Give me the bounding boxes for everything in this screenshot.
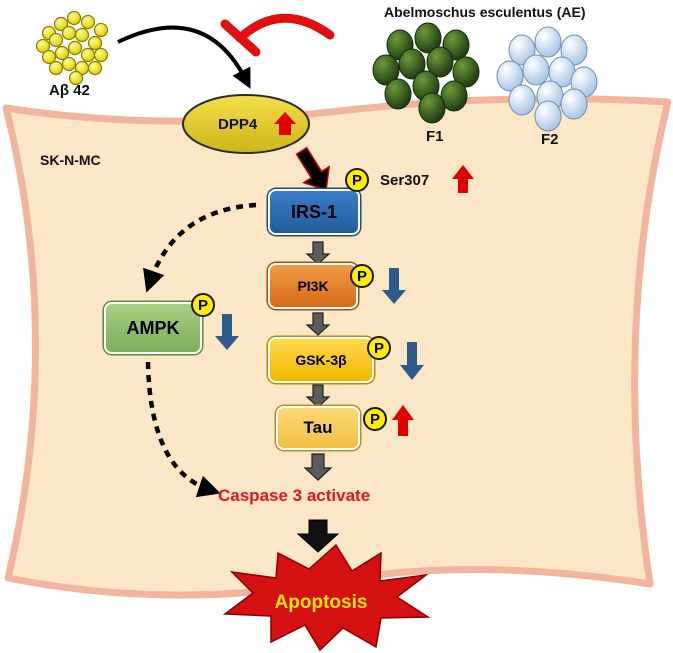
apoptosis-label: Apoptosis — [274, 592, 368, 613]
gsk3b-down-arrow — [400, 342, 424, 380]
chain-arrows — [303, 241, 333, 481]
ae-inhibition-line — [235, 13, 335, 43]
dpp4-to-irs1-arrow — [295, 146, 331, 191]
f2-label: F2 — [541, 131, 559, 148]
f2-cluster — [496, 26, 598, 132]
p-badge-tau: P — [363, 407, 387, 431]
ampk-down-arrow — [215, 314, 239, 350]
ser307-label: Ser307 — [380, 172, 430, 189]
pi3k-node: PI3K — [268, 263, 358, 309]
caspase-to-apoptosis-arrow — [296, 519, 340, 553]
tau-node: Tau — [276, 406, 360, 450]
dpp4-node — [182, 94, 310, 154]
apoptosis-burst — [222, 543, 431, 652]
tau-up-arrow — [392, 405, 414, 436]
abeta-cluster — [35, 10, 109, 86]
irs1-to-ampk-arrow — [143, 202, 257, 293]
gsk3b-node: GSK-3β — [268, 337, 374, 383]
p-badge-irs1: P — [345, 168, 369, 192]
p-badge-ampk: P — [191, 293, 215, 317]
f1-cluster — [372, 22, 480, 124]
pi3k-down-arrow — [382, 268, 406, 304]
f1-label: F1 — [426, 128, 444, 145]
abeta-to-dpp4-arrow — [117, 25, 251, 89]
p-badge-pi3k: P — [350, 264, 374, 288]
irs1-node: IRS-1 — [268, 189, 360, 235]
p-badge-gsk3b: P — [367, 336, 391, 360]
abeta-label: Aβ 42 — [49, 82, 90, 99]
ser307-up-arrow — [452, 165, 474, 193]
ae-title: Abelmoschus esculentus (AE) — [384, 4, 586, 20]
dpp4-label: DPP4 — [218, 116, 258, 133]
cell-line-label: SK-N-MC — [40, 152, 101, 168]
ae-inhibition-bar — [220, 19, 261, 57]
ampk-node: AMPK — [104, 302, 202, 354]
dpp4-up-arrow — [274, 112, 296, 135]
caspase-label: Caspase 3 activate — [218, 486, 371, 505]
